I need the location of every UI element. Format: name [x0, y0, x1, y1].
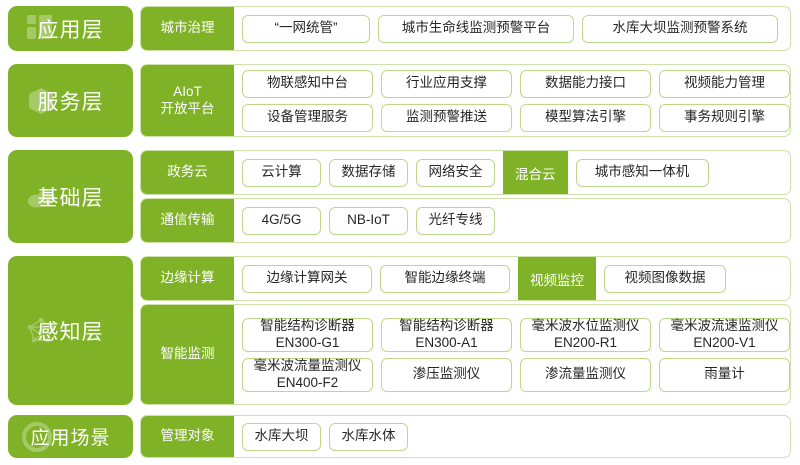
layer-label-application: 应用层: [37, 18, 104, 42]
pill-item[interactable]: 设备管理服务: [242, 103, 373, 132]
pill-item[interactable]: 边缘计算网关: [242, 264, 372, 293]
sub-label-aiot-platform[interactable]: AIoT 开放平台: [141, 65, 234, 136]
pill-item[interactable]: 数据能力接口: [520, 69, 651, 98]
pill-item[interactable]: 数据存储: [329, 158, 408, 187]
pill-item[interactable]: 毫米波流速监测仪 EN200-V1: [659, 317, 790, 352]
pill-item[interactable]: 城市生命线监测预警平台: [378, 14, 574, 43]
pill-item[interactable]: 模型算法引擎: [520, 103, 651, 132]
row-city-governance: 城市治理 “一网统管” 城市生命线监测预警平台 水库大坝监测预警系统: [141, 7, 790, 50]
pill-item[interactable]: 网络安全: [416, 158, 495, 187]
inline-label-hybrid-cloud[interactable]: 混合云: [503, 151, 568, 194]
pill-item[interactable]: 事务规则引擎: [659, 103, 790, 132]
layer-block-perception[interactable]: 感知层: [8, 256, 133, 405]
pill-item[interactable]: 云计算: [242, 158, 321, 187]
panel-application-layer: 城市治理 “一网统管” 城市生命线监测预警平台 水库大坝监测预警系统: [140, 6, 791, 51]
row-edge-computing: 边缘计算 边缘计算网关 智能边缘终端 视频监控 视频图像数据: [141, 257, 790, 300]
sub-label-smart-monitoring[interactable]: 智能监测: [141, 305, 234, 404]
row-government-cloud: 政务云 云计算 数据存储 网络安全 混合云 城市感知一体机: [141, 151, 790, 194]
sub-label-communication[interactable]: 通信传输: [141, 199, 234, 242]
pill-item[interactable]: “一网统管”: [242, 14, 370, 43]
row-smart-monitoring: 智能监测 智能结构诊断器 EN300-G1 智能结构诊断器 EN300-A1 毫…: [141, 305, 790, 404]
pill-item[interactable]: 水库水体: [329, 422, 408, 451]
layer-label-infrastructure: 基础层: [37, 186, 104, 210]
panel-government-cloud: 政务云 云计算 数据存储 网络安全 混合云 城市感知一体机: [140, 150, 791, 195]
sub-label-government-cloud[interactable]: 政务云: [141, 151, 234, 194]
pill-item[interactable]: 监测预警推送: [381, 103, 512, 132]
layer-block-infrastructure[interactable]: 基础层: [8, 150, 133, 243]
sub-label-managed-objects[interactable]: 管理对象: [141, 416, 234, 457]
pill-item[interactable]: 智能边缘终端: [380, 264, 510, 293]
layer-label-perception: 感知层: [37, 320, 104, 344]
panel-managed-objects: 管理对象 水库大坝 水库水体: [140, 415, 791, 458]
pill-item[interactable]: 智能结构诊断器 EN300-G1: [242, 317, 373, 352]
pill-item[interactable]: 物联感知中台: [242, 69, 373, 98]
pill-item[interactable]: 行业应用支撑: [381, 69, 512, 98]
pill-item[interactable]: NB-IoT: [329, 206, 408, 235]
pill-item[interactable]: 水库大坝监测预警系统: [582, 14, 778, 43]
layer-label-scenario: 应用场景: [30, 428, 111, 449]
pill-item[interactable]: 视频图像数据: [604, 264, 726, 293]
layer-label-service: 服务层: [37, 90, 104, 114]
panel-communication: 通信传输 4G/5G NB-IoT 光纤专线: [140, 198, 791, 243]
layer-block-service[interactable]: 服务层: [8, 64, 133, 137]
panel-edge-computing: 边缘计算 边缘计算网关 智能边缘终端 视频监控 视频图像数据: [140, 256, 791, 301]
layer-block-application[interactable]: 应用层: [8, 6, 133, 51]
pill-item[interactable]: 雨量计: [659, 357, 790, 392]
pill-item[interactable]: 视频能力管理: [659, 69, 790, 98]
pill-item[interactable]: 毫米波流量监测仪 EN400-F2: [242, 357, 373, 392]
panel-service-layer: AIoT 开放平台 物联感知中台 行业应用支撑 数据能力接口 视频能力管理 设备…: [140, 64, 791, 137]
inline-label-video-surveillance[interactable]: 视频监控: [518, 257, 596, 300]
pill-item[interactable]: 光纤专线: [416, 206, 495, 235]
row-managed-objects: 管理对象 水库大坝 水库水体: [141, 416, 790, 457]
panel-smart-monitoring: 智能监测 智能结构诊断器 EN300-G1 智能结构诊断器 EN300-A1 毫…: [140, 304, 791, 405]
sub-label-city-governance[interactable]: 城市治理: [141, 7, 234, 50]
sub-label-edge-computing[interactable]: 边缘计算: [141, 257, 234, 300]
pill-item[interactable]: 智能结构诊断器 EN300-A1: [381, 317, 512, 352]
layer-block-scenario[interactable]: 应用场景: [8, 415, 133, 458]
row-aiot-platform: AIoT 开放平台 物联感知中台 行业应用支撑 数据能力接口 视频能力管理 设备…: [141, 65, 790, 136]
pill-item[interactable]: 渗压监测仪: [381, 357, 512, 392]
pill-item[interactable]: 渗流量监测仪: [520, 357, 651, 392]
pill-item[interactable]: 水库大坝: [242, 422, 321, 451]
row-communication: 通信传输 4G/5G NB-IoT 光纤专线: [141, 199, 790, 242]
pill-item[interactable]: 毫米波水位监测仪 EN200-R1: [520, 317, 651, 352]
pill-item[interactable]: 4G/5G: [242, 206, 321, 235]
pill-item[interactable]: 城市感知一体机: [575, 158, 709, 187]
